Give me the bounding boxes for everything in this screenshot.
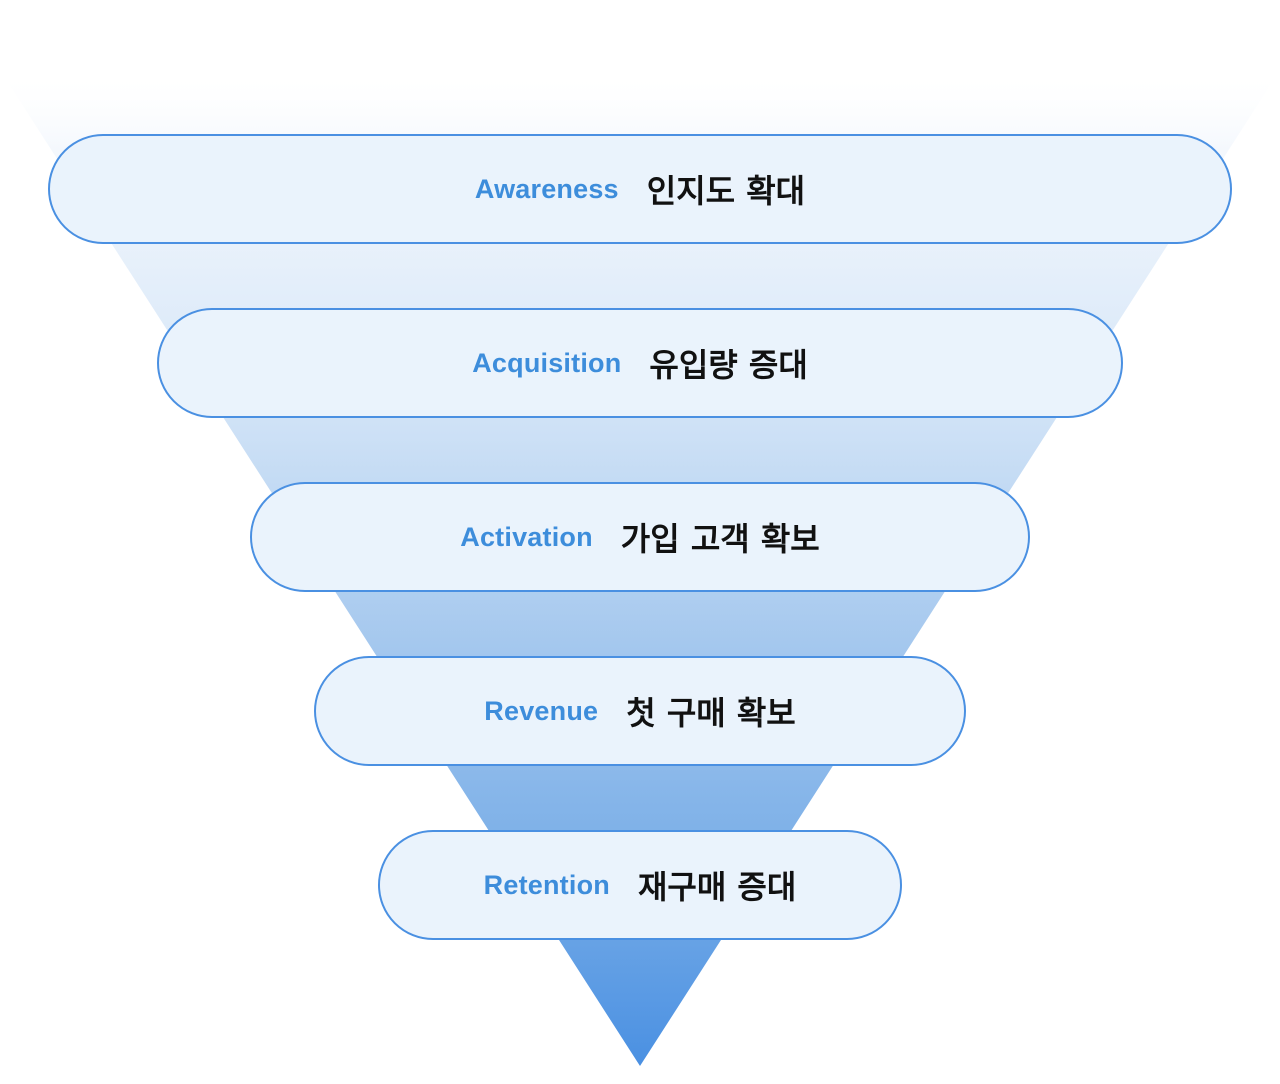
funnel-stage-awareness: Awareness 인지도 확대 bbox=[48, 134, 1232, 244]
funnel-stage-revenue: Revenue 첫 구매 확보 bbox=[314, 656, 966, 766]
funnel-stage-acquisition: Acquisition 유입량 증대 bbox=[157, 308, 1123, 418]
stage-label-ko: 가입 고객 확보 bbox=[620, 520, 820, 558]
stage-label-ko: 유입량 증대 bbox=[649, 346, 808, 384]
stage-label-en: Awareness bbox=[474, 173, 619, 204]
stage-label-en: Activation bbox=[460, 521, 593, 552]
stage-label-en: Revenue bbox=[484, 695, 599, 726]
stage-label-en: Acquisition bbox=[472, 347, 622, 378]
stage-label-en: Retention bbox=[483, 869, 610, 900]
stage-label-ko: 인지도 확대 bbox=[646, 172, 806, 210]
funnel-stage-retention: Retention 재구매 증대 bbox=[378, 830, 902, 940]
funnel-stage-activation: Activation 가입 고객 확보 bbox=[250, 482, 1030, 592]
stage-label-ko: 재구매 증대 bbox=[637, 868, 797, 906]
stage-label-ko: 첫 구매 확보 bbox=[626, 694, 796, 732]
